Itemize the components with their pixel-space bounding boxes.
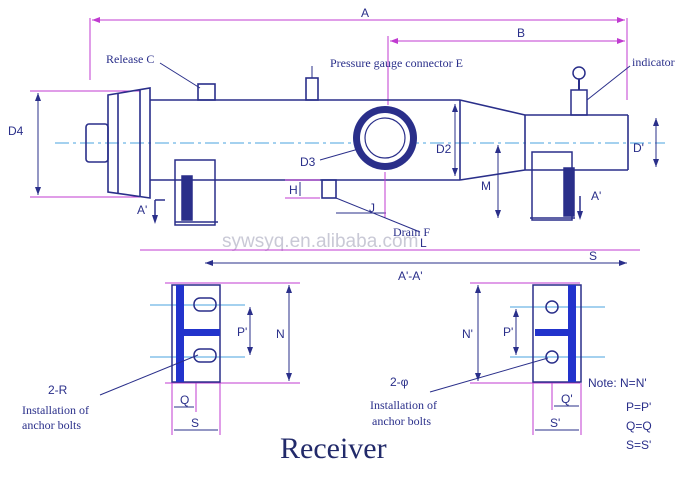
section-mark-left: A' [137, 199, 165, 224]
leader-release [159, 62, 201, 89]
dimension-S-left: S [174, 416, 218, 431]
leader-phi [429, 357, 549, 393]
label-release: Release C [106, 52, 154, 66]
label-M: M [481, 179, 491, 193]
label-indicator: indicator [632, 55, 675, 69]
dimension-D2: D2 [436, 104, 458, 176]
note-0: Note: N=N' [588, 376, 647, 390]
dimension-L: L [140, 236, 640, 251]
leader-drain [335, 197, 421, 233]
label-install-left-1: Installation of [22, 403, 89, 417]
leader-indicator [586, 65, 631, 101]
bolt-plate-left [150, 282, 300, 435]
label-S-right: S' [550, 416, 560, 430]
label-P-right: P' [503, 325, 513, 339]
note-1: P=P' [626, 400, 651, 414]
label-L: L [420, 236, 427, 250]
label-Q-right: Q' [561, 392, 573, 406]
label-S: S [589, 249, 597, 263]
label-install-left-2: anchor bolts [22, 418, 81, 432]
dimension-N2: N' [462, 285, 481, 381]
notes: Note: N=N' P=P' Q=Q S=S' [588, 376, 652, 452]
leader-D3 [319, 147, 363, 161]
label-H: H [289, 183, 298, 197]
label-B: B [517, 26, 525, 40]
label-gauge: Pressure gauge connector E [330, 56, 463, 70]
label-R: 2-R [48, 383, 68, 397]
label-install-right-2: anchor bolts [372, 414, 431, 428]
dimension-P-right: P' [503, 309, 519, 355]
label-J: J [369, 201, 375, 215]
label-D1: D' [633, 141, 644, 155]
dimension-Q-left: Q [174, 393, 194, 408]
dimension-S-right: S' [535, 416, 579, 431]
nozzle-D3 [353, 106, 417, 170]
indicator-assembly [570, 66, 588, 116]
dimension-H: H [285, 179, 320, 199]
label-Q-left: Q [180, 393, 189, 407]
label-D4: D4 [8, 124, 24, 138]
label-D2: D2 [436, 142, 452, 156]
label-A-left: A' [137, 203, 147, 217]
dimension-D1: D' [633, 118, 659, 167]
saddle-left [174, 159, 218, 226]
label-A-right: A' [591, 189, 601, 203]
label-drain: Drain F [393, 225, 430, 239]
label-N: N [276, 327, 285, 341]
dimension-M: M [481, 145, 501, 218]
label-N2: N' [462, 327, 473, 341]
dimension-J: J [336, 172, 386, 218]
dimension-P-left: P' [237, 307, 253, 355]
label-A: A [361, 6, 369, 20]
leader-R [99, 354, 199, 396]
dimension-Q-right: Q' [554, 392, 579, 407]
dimension-D4: D4 [8, 93, 41, 195]
dimension-S: S [205, 249, 627, 266]
vessel [85, 77, 629, 199]
dimension-A: A [89, 6, 628, 100]
label-P-left: P' [237, 325, 247, 339]
label-phi: 2-φ [390, 375, 409, 389]
bolt-plate-right [470, 282, 605, 435]
label-section: A'-A' [398, 269, 423, 283]
label-install-right-1: Installation of [370, 398, 437, 412]
drawing-title: Receiver [280, 432, 387, 465]
watermark: sywsyq.en.alibaba.com [222, 231, 418, 252]
note-2: Q=Q [626, 419, 652, 433]
section-mark-right: A' [577, 189, 601, 220]
label-S-left: S [191, 416, 199, 430]
dimension-N: N [276, 285, 292, 381]
saddle-right [530, 151, 575, 221]
label-D3: D3 [300, 155, 316, 169]
note-3: S=S' [626, 438, 651, 452]
dimension-B: B [387, 26, 625, 105]
